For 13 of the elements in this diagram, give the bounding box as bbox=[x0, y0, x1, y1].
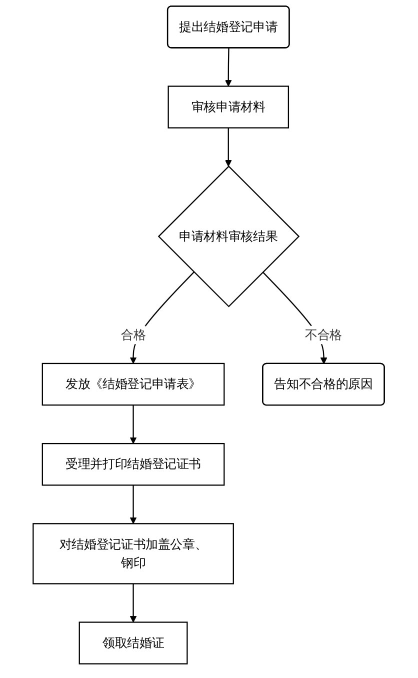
edge-label: 不合格 bbox=[305, 327, 342, 342]
edge-label: 合格 bbox=[121, 327, 146, 342]
arrow bbox=[130, 405, 137, 444]
node-diamond: 申请材料审核结果 bbox=[158, 166, 300, 308]
arrow bbox=[225, 128, 232, 167]
node-box: 对结婚登记证书加盖公章、钢印 bbox=[32, 523, 234, 584]
node-box: 领取结婚证 bbox=[79, 622, 188, 664]
node-box: 发放《结婚登记申请表》 bbox=[42, 362, 225, 406]
node-box: 受理并打印结婚登记证书 bbox=[42, 442, 225, 486]
arrow bbox=[225, 48, 232, 87]
node-box: 审核申请材料 bbox=[168, 86, 290, 128]
arrow bbox=[130, 584, 137, 623]
arrow bbox=[130, 485, 137, 524]
